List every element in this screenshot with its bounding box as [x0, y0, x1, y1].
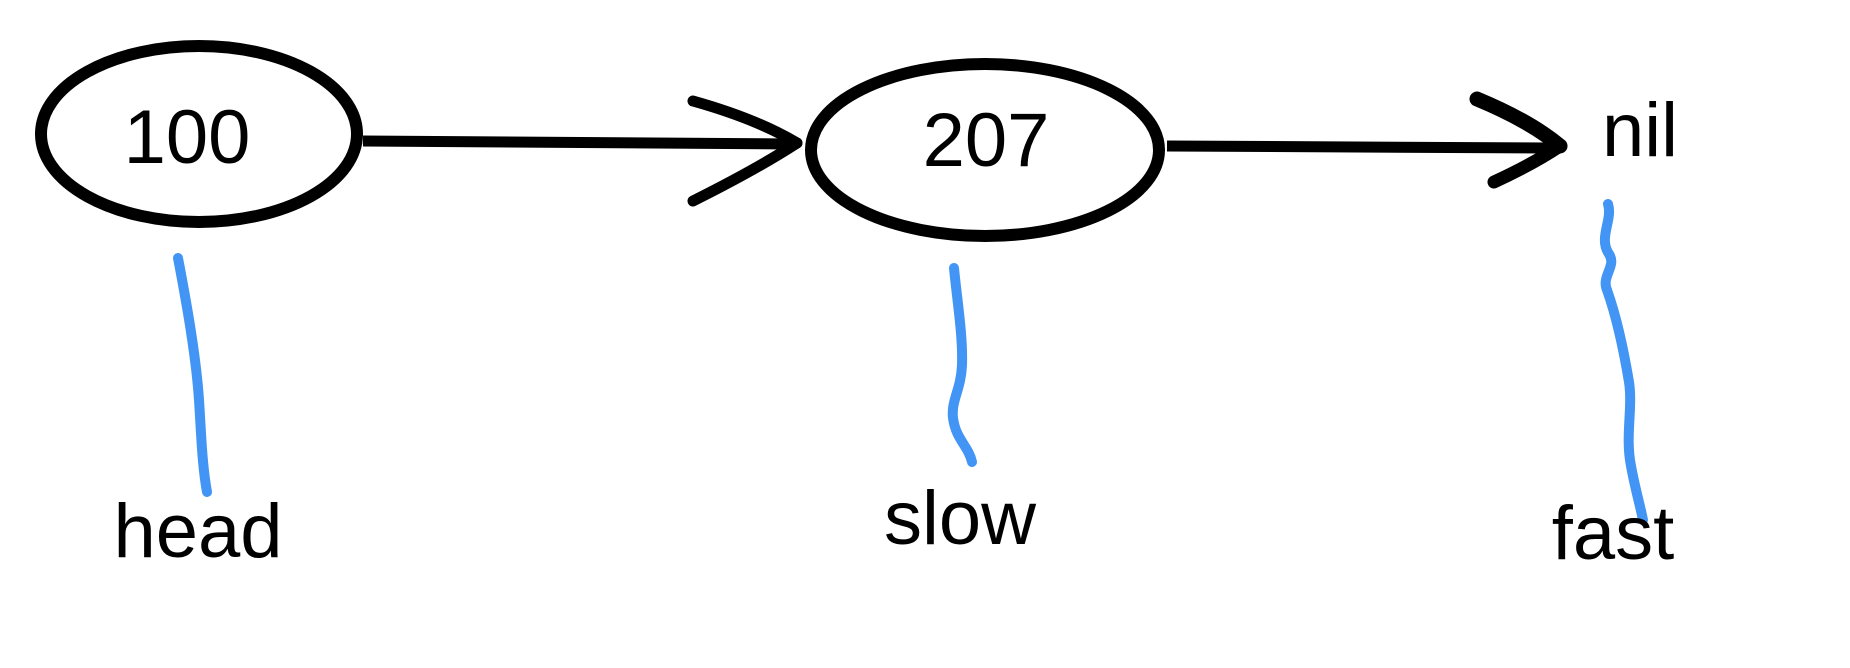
node-2-value: 207: [923, 98, 1050, 183]
nil-terminator-text: nil: [1602, 88, 1678, 173]
next-pointer-arrow-2: [1166, 91, 1568, 189]
arrow-2-shaft: [1166, 140, 1549, 154]
arrow-1-head-lower: [687, 137, 803, 207]
arrow-2-head-upper: [1469, 91, 1568, 154]
fast-pointer-label: fast: [1552, 491, 1675, 576]
head-pointer-label: head: [113, 489, 282, 574]
node-1-value: 100: [124, 95, 251, 180]
node-2-ellipse: [805, 58, 1165, 242]
list-node-1: 100: [35, 40, 363, 228]
head-pointer-line: [173, 253, 212, 497]
node-1-ellipse: [35, 40, 363, 228]
slow-pointer-label: slow: [884, 476, 1037, 561]
arrow-1-head-upper: [687, 95, 803, 149]
arrow-2-head-lower: [1487, 139, 1567, 189]
slow-pointer-line: [947, 263, 977, 467]
fast-pointer-line: [1599, 199, 1648, 525]
pointer-annotations: head slow fast: [113, 199, 1675, 576]
arrow-1-shaft: [362, 135, 791, 150]
next-pointer-arrow-1: [362, 95, 803, 207]
list-node-2: 207: [805, 58, 1165, 242]
